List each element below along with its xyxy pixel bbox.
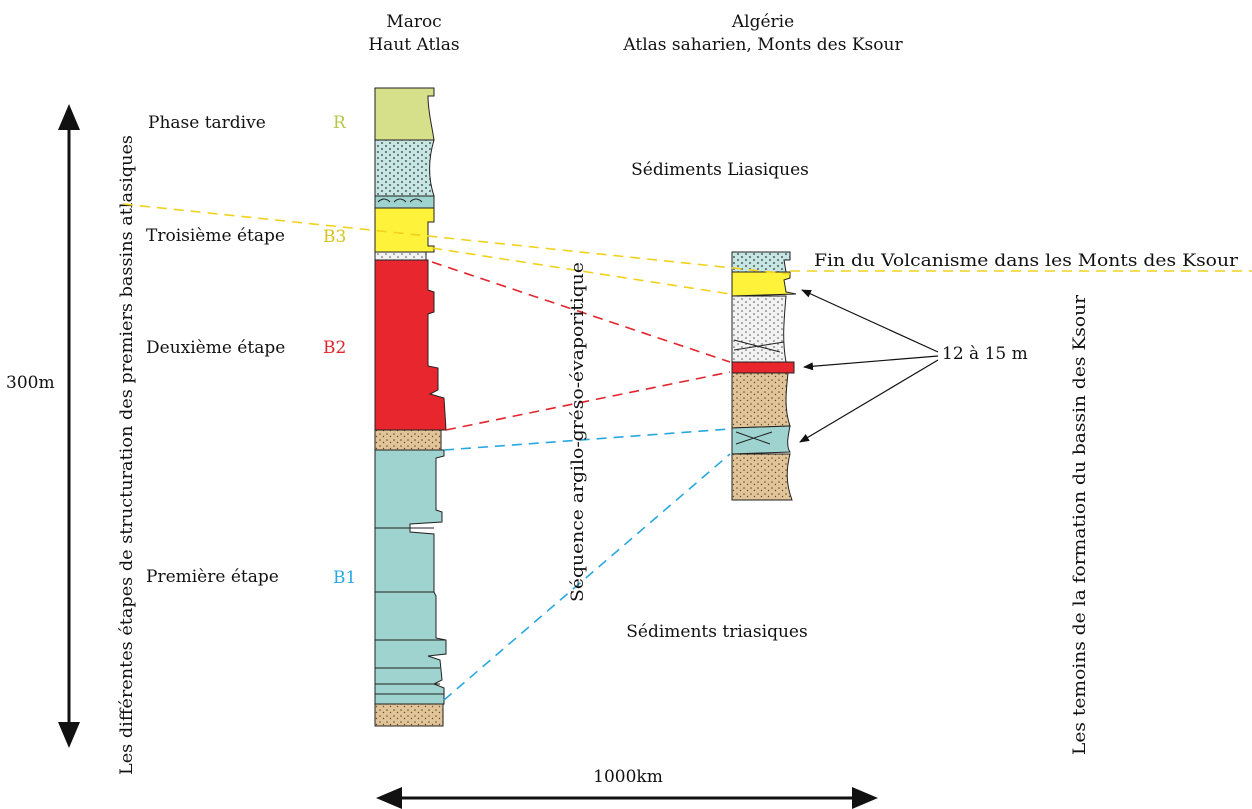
sequence-label: Séquence argilo-gréso-évaporitique bbox=[568, 262, 588, 602]
algerie-grey-marks bbox=[733, 339, 785, 353]
vertical-arrow-head-bottom bbox=[58, 722, 80, 748]
maroc-stratigraphic-column bbox=[374, 87, 447, 727]
algerie-layer-sand-upper bbox=[731, 372, 791, 429]
vertical-arrow-head-top bbox=[58, 104, 80, 130]
maroc-layer-grey bbox=[374, 251, 427, 261]
algerie-layer-red bbox=[731, 361, 795, 374]
vertical-scale-label: 300m bbox=[6, 373, 55, 393]
maroc-layer-red bbox=[374, 259, 447, 431]
thickness-arrow-top bbox=[801, 289, 939, 353]
stage-code-b2: B2 bbox=[323, 338, 346, 358]
right-vertical-label: Les temoins de la formation du bassin de… bbox=[1070, 294, 1090, 755]
algerie-layer-sand-lower bbox=[731, 453, 793, 501]
stage-code-b1: B1 bbox=[333, 568, 356, 588]
maroc-layer-sand-upper bbox=[374, 429, 442, 451]
correlation-line-blue-top bbox=[443, 428, 731, 451]
horizontal-scale-label: 1000km bbox=[593, 767, 663, 787]
correlation-line-yellow-top bbox=[122, 203, 791, 275]
thickness-arrow-middle bbox=[803, 355, 939, 371]
maroc-layer-teal bbox=[374, 449, 447, 705]
algerie-subtitle: Atlas saharien, Monts des Ksour bbox=[622, 35, 903, 55]
algerie-layer-teal bbox=[731, 425, 791, 455]
stage-name-premiere-etape: Première étape bbox=[146, 567, 279, 587]
algerie-teal-marks bbox=[735, 431, 773, 445]
thickness-label: 12 à 15 m bbox=[942, 344, 1028, 364]
algerie-stratigraphic-column bbox=[731, 251, 797, 501]
maroc-layer-marks bbox=[377, 198, 423, 203]
sediments-liasiques-label: Sédiments Liasiques bbox=[631, 160, 809, 180]
maroc-title: Maroc bbox=[386, 12, 441, 32]
maroc-layer-yellow bbox=[374, 207, 435, 253]
maroc-layer-teal-thin bbox=[374, 195, 435, 209]
maroc-teal-bedding-lines bbox=[375, 527, 446, 695]
sediments-triasiques-label: Sédiments triasiques bbox=[626, 622, 807, 642]
stage-code-b3: B3 bbox=[323, 227, 346, 247]
stage-code-r: R bbox=[333, 113, 347, 133]
maroc-layer-dotted-teal bbox=[374, 139, 435, 197]
horizontal-arrow-head-right bbox=[852, 787, 878, 809]
thickness-arrow-bottom bbox=[799, 359, 939, 443]
algerie-title: Algérie bbox=[731, 12, 794, 32]
correlation-line-red-top bbox=[431, 261, 731, 363]
maroc-layer-lime bbox=[374, 87, 435, 141]
stage-name-troisieme-etape: Troisième étape bbox=[146, 226, 285, 246]
stage-name-deuxieme-etape: Deuxième étape bbox=[146, 338, 285, 358]
maroc-layer-sand-lower bbox=[374, 703, 444, 727]
algerie-layer-grey bbox=[731, 295, 787, 363]
algerie-layer-yellow bbox=[731, 271, 797, 297]
correlation-line-blue-bottom bbox=[443, 453, 731, 701]
horizontal-arrow-head-left bbox=[376, 787, 402, 809]
left-vertical-label: Les différentes étapes de structuration … bbox=[117, 135, 137, 775]
volcanism-end-label: Fin du Volcanisme dans les Monts des Kso… bbox=[814, 251, 1239, 271]
stage-name-phase-tardive: Phase tardive bbox=[148, 113, 266, 133]
correlation-line-red-bottom bbox=[445, 371, 731, 431]
maroc-subtitle: Haut Atlas bbox=[368, 35, 459, 55]
